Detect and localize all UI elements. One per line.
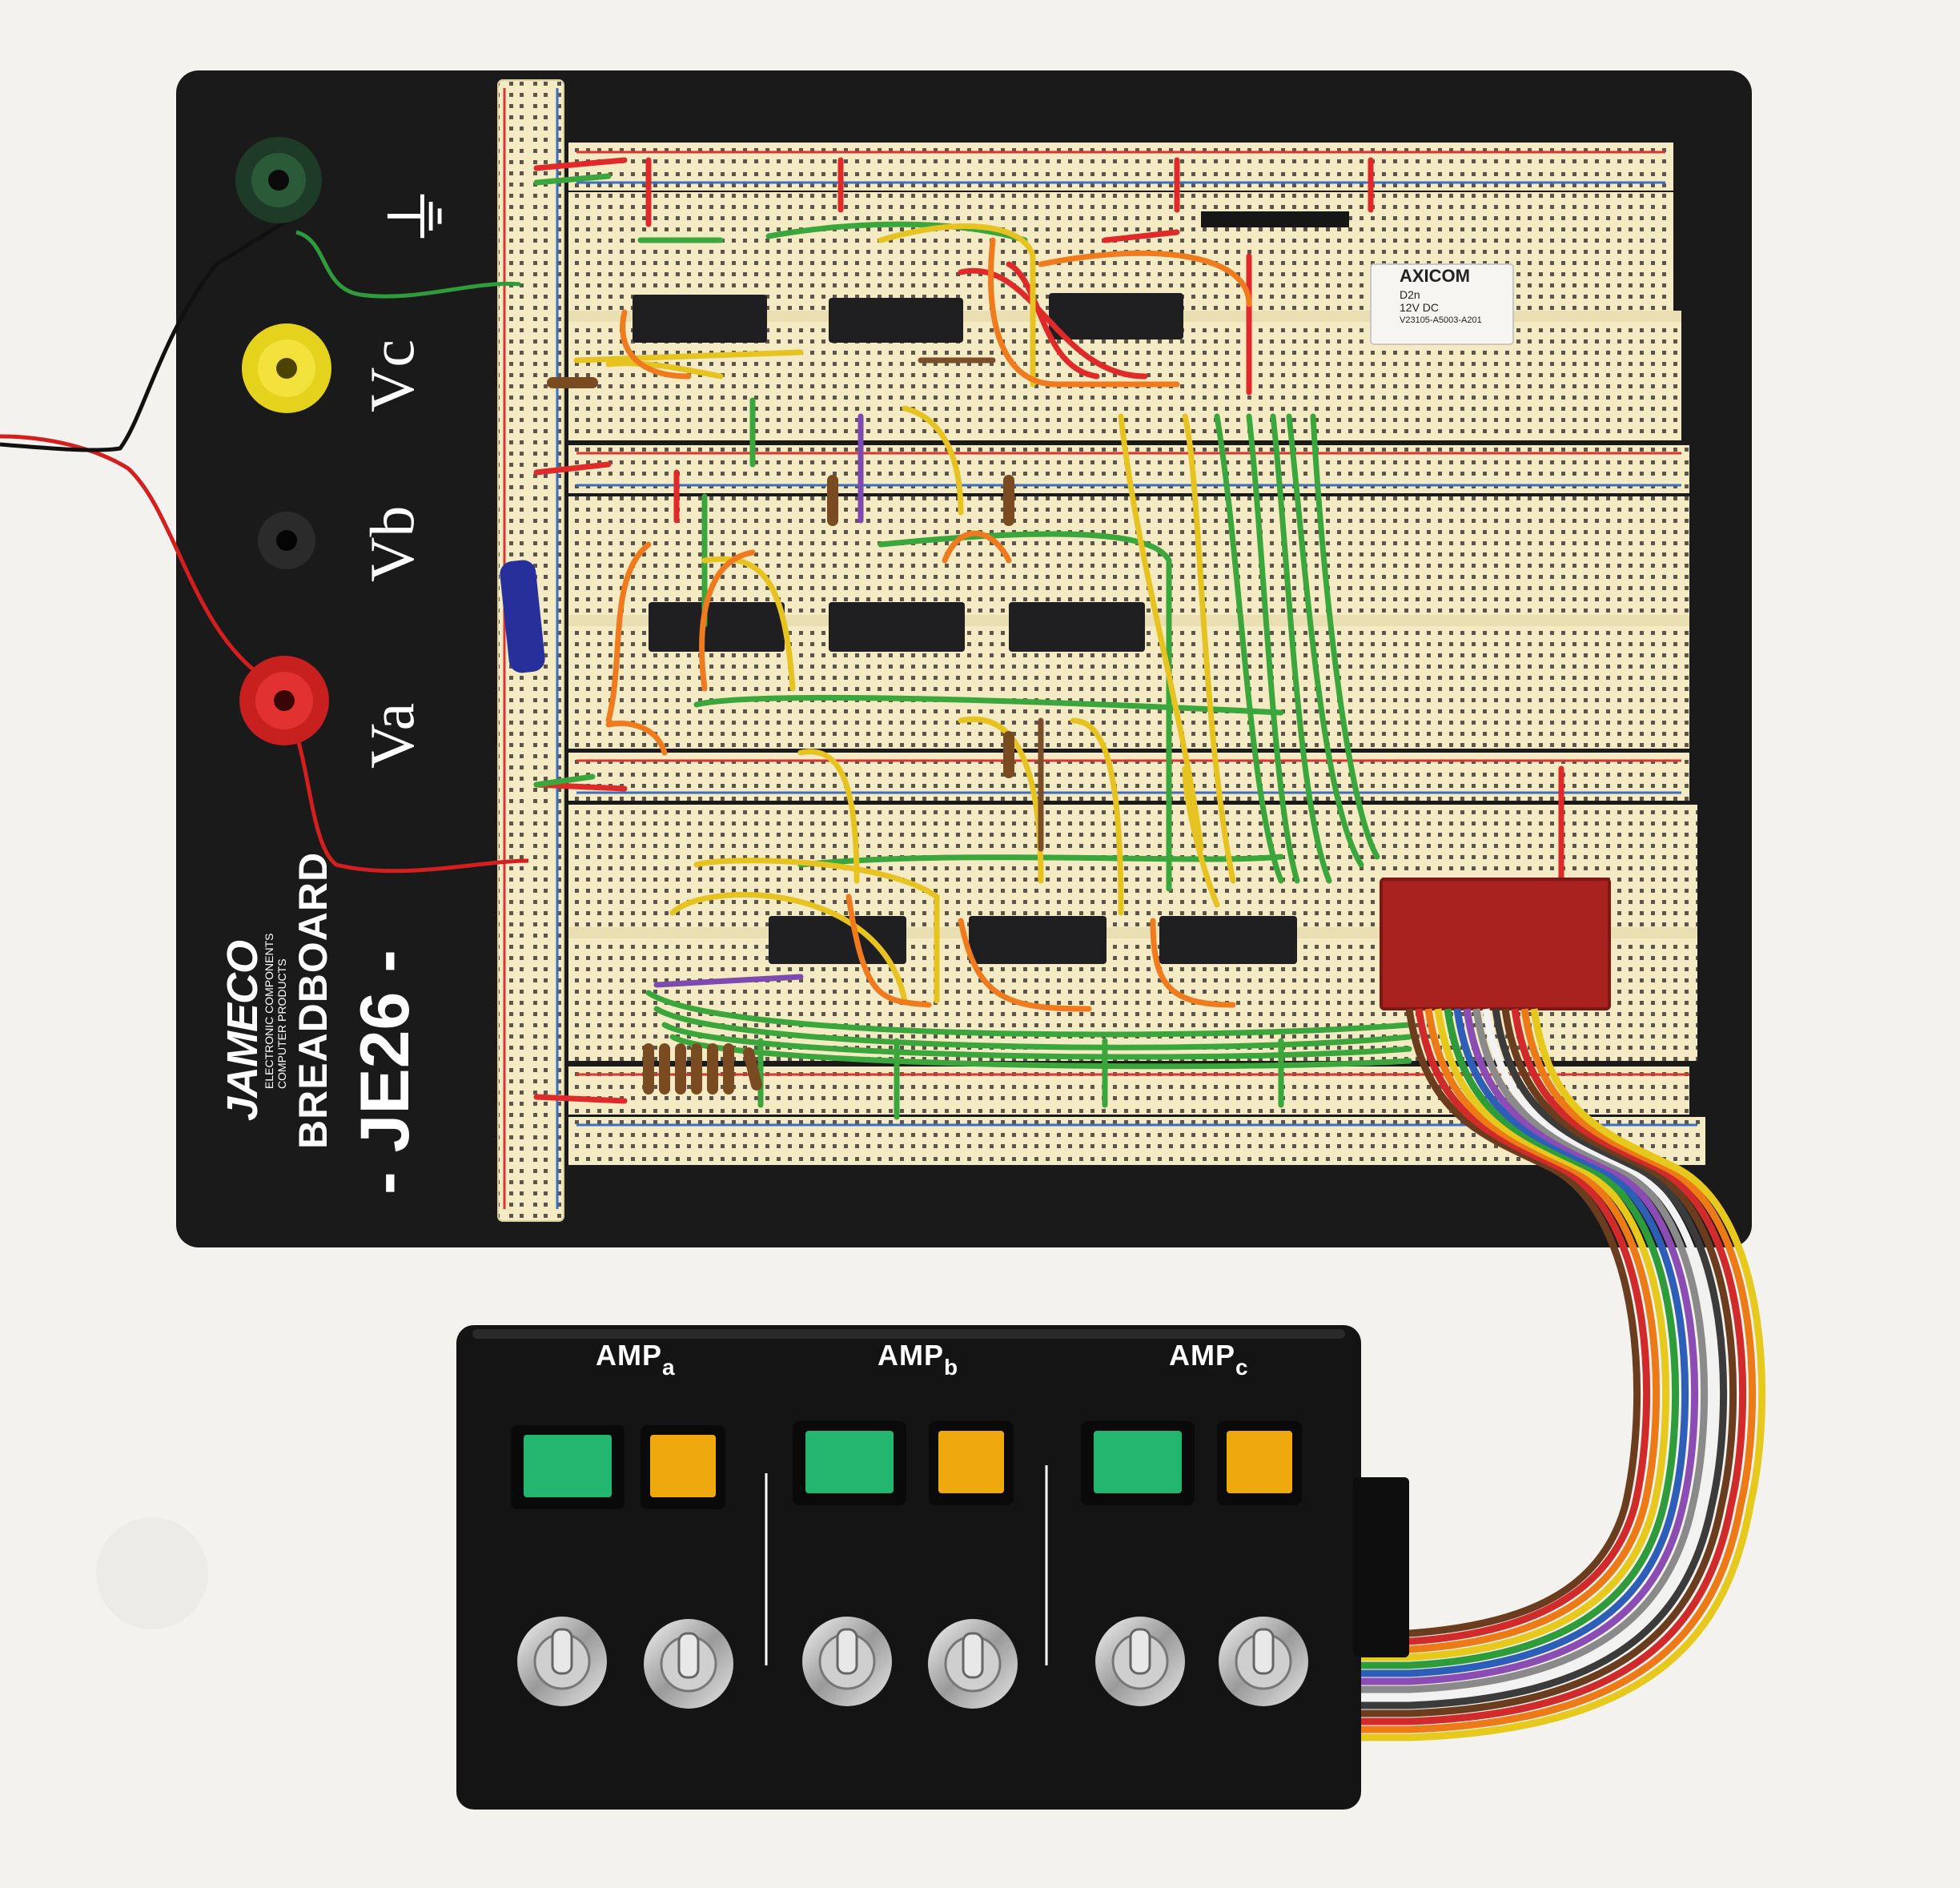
ribbon-connector [1381,879,1609,1009]
control-box [456,1325,1361,1810]
relay [1370,263,1514,345]
brand-tagline-2: COMPUTER PRODUCTS [275,958,288,1089]
resistors [547,377,1014,1095]
post-label-vc: Vc [357,339,427,412]
post-label-vb: Vb [357,505,427,582]
ic-chips [633,293,1297,964]
amp-b-label: AMPb [878,1339,959,1380]
indicator-buttons [511,1421,1302,1509]
toggle-switches [517,1617,1308,1709]
amp-c-label: AMPc [1169,1339,1249,1380]
brand-logo: JAMECO [219,940,267,1121]
relay-brand: AXICOM [1400,266,1470,286]
amp-a-label: AMPa [596,1339,676,1380]
brand-tagline-1: ELECTRONIC COMPONENTS [263,933,275,1089]
green-ground-wire [295,230,521,299]
post-label-va: Va [357,702,427,769]
binding-posts [235,137,331,745]
divider-lines [765,1465,1048,1665]
product-label: BREADBOARD [291,851,335,1149]
relay-line1: D2n [1400,288,1420,301]
electrolytic-capacitor [500,560,545,673]
relay-line3: V23105-A5003-A201 [1400,315,1482,325]
black-power-cable [0,214,298,452]
post-label-ground: ⏚ [380,182,456,250]
model-label: - JE26 - [347,950,424,1195]
relay-line2: 12V DC [1400,301,1440,314]
ribbon-cable [1361,1008,1766,1741]
jumper-wires [533,157,1564,1120]
